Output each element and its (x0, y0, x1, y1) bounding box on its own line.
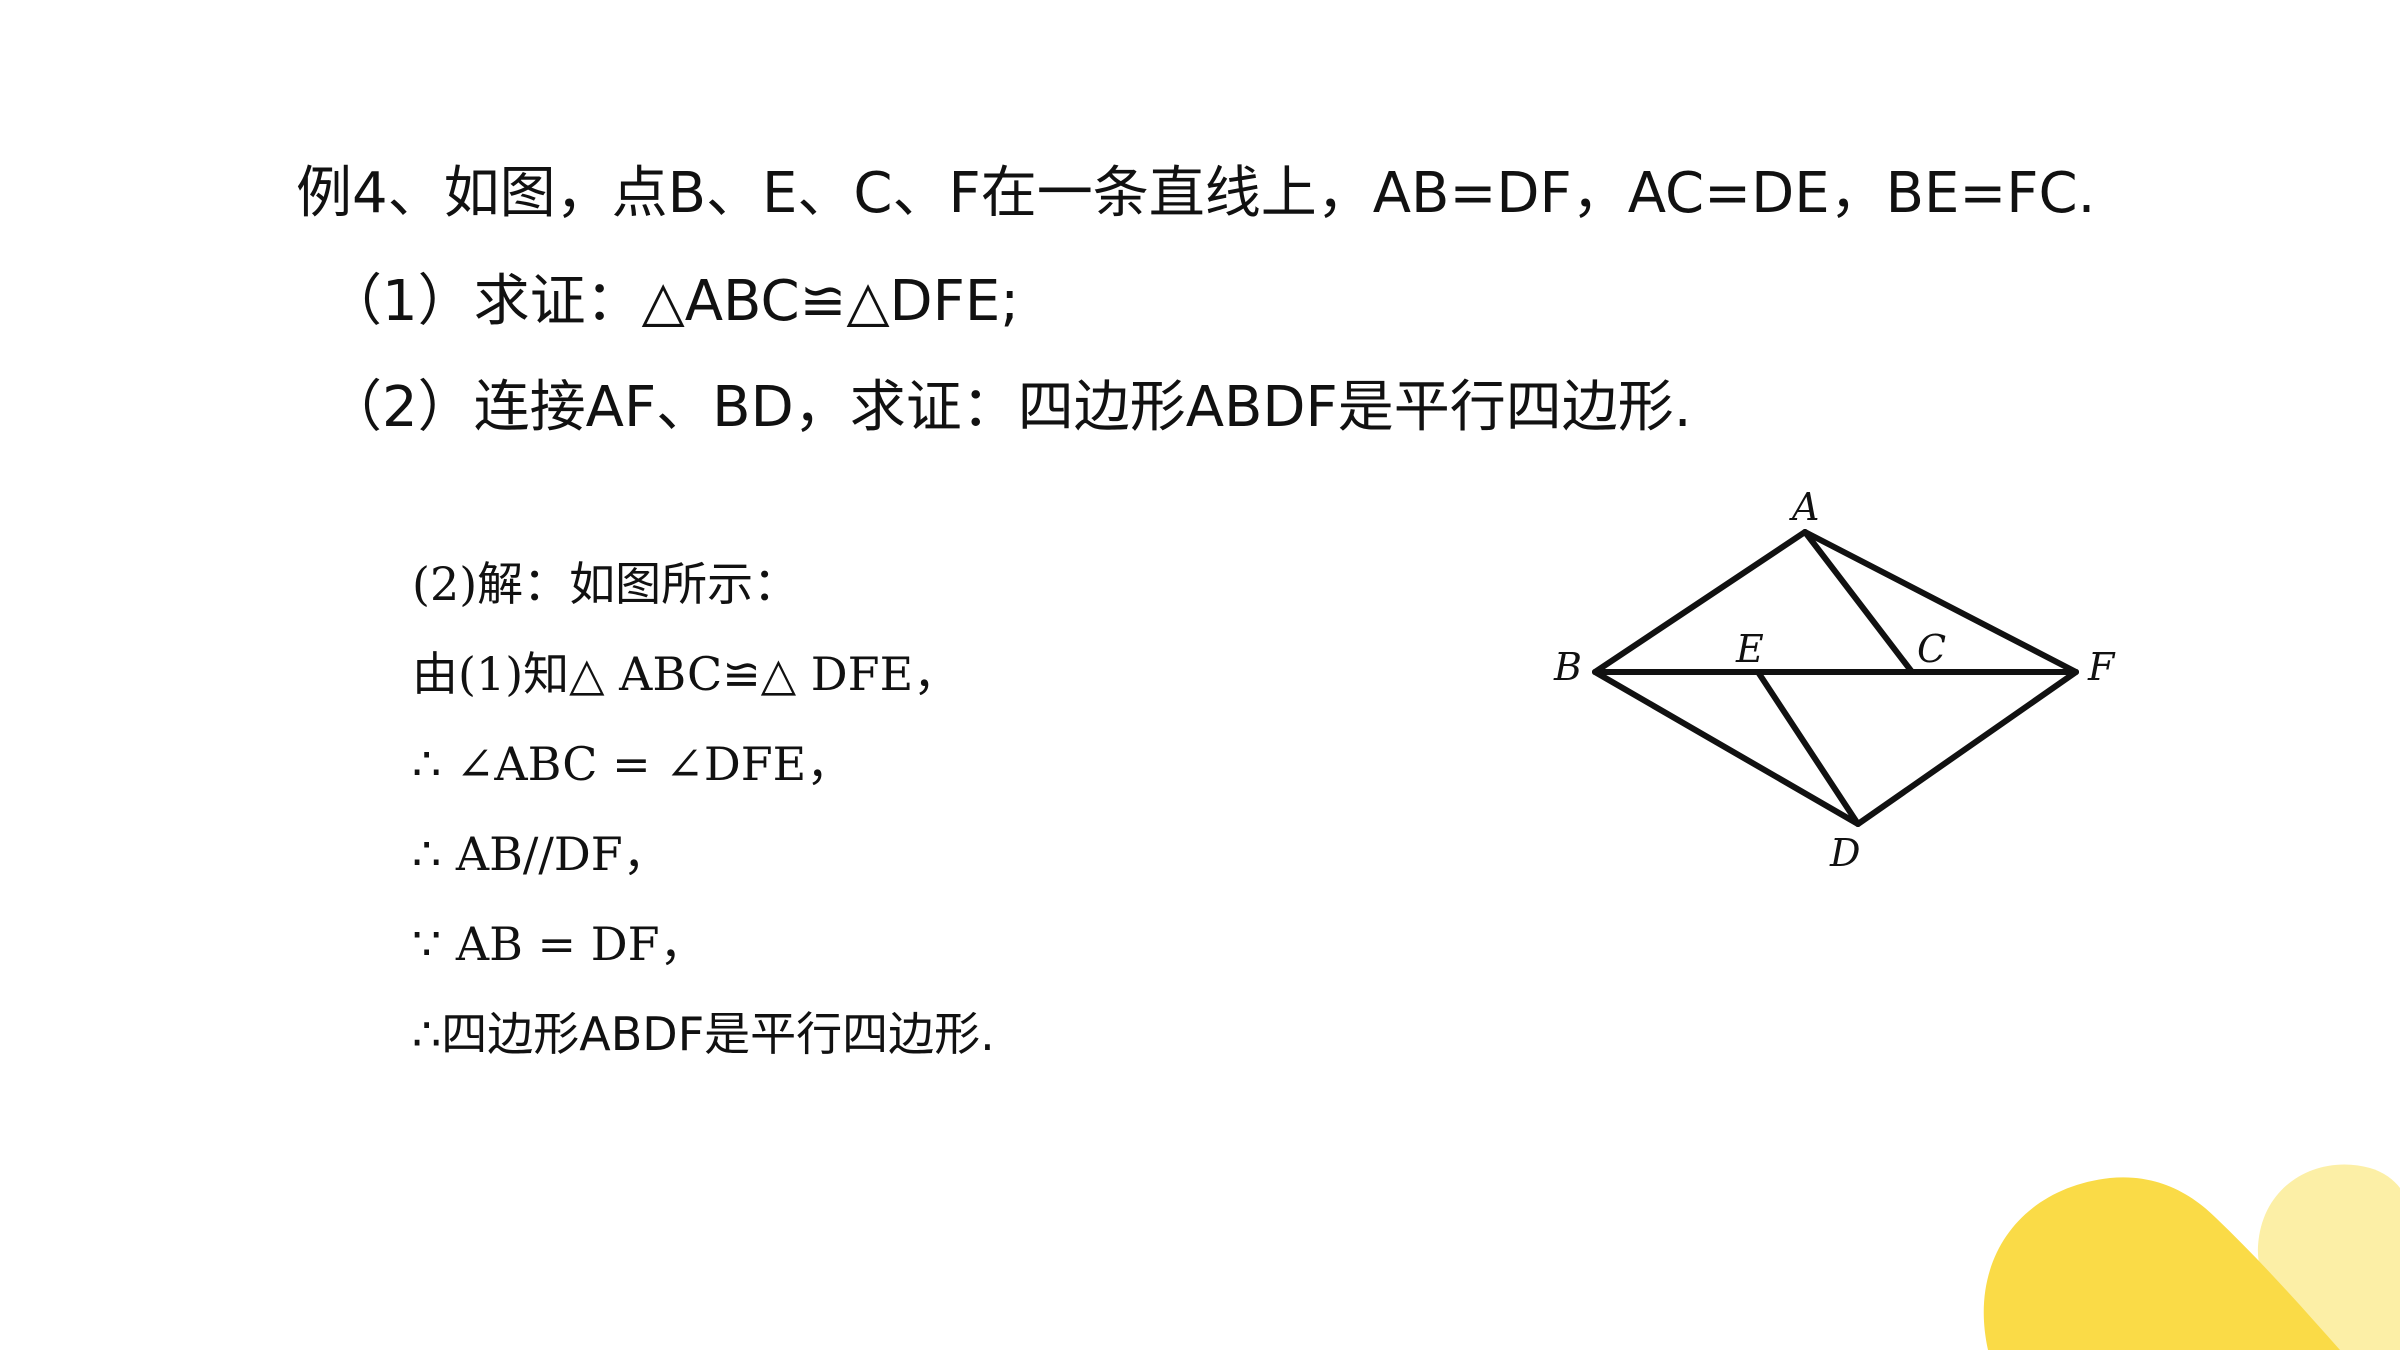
vertex-label-B: B (1553, 645, 1582, 689)
vertex-label-C: C (1917, 627, 1946, 671)
vertex-label-F: F (2087, 645, 2116, 689)
solution-line-6: ∴四边形ABDF是平行四边形. (412, 1007, 995, 1061)
vertex-label-D: D (1829, 831, 1860, 875)
problem-part-1: （1）求证：△ABC≌△DFE; (326, 269, 1020, 334)
segment-AC (1802, 529, 1915, 675)
solution-line-4: ∴ AB//DF， (412, 827, 669, 881)
segment-ED (1755, 669, 1861, 827)
segment-DF (1855, 669, 2079, 827)
problem-line-1: 例4、如图，点B、E、C、F在一条直线上，AB=DF，AC=DE，BE=FC. (296, 161, 2096, 226)
geometry-diagram: A B E C F D (1553, 490, 2116, 875)
decorative-corner-shapes (1983, 1164, 2400, 1350)
vertex-label-E: E (1735, 627, 1764, 671)
corner-shape-yellow (1983, 1177, 2340, 1350)
vertex-label-A: A (1789, 490, 1819, 529)
segment-AF (1802, 529, 2079, 675)
solution-line-5: ∵ AB = DF， (412, 917, 706, 971)
segment-AB (1592, 529, 1808, 675)
problem-part-2: （2）连接AF、BD，求证：四边形ABDF是平行四边形. (326, 375, 1692, 440)
segment-BD (1592, 669, 1861, 827)
solution-line-3: ∴ ∠ABC = ∠DFE， (412, 737, 853, 791)
solution-line-2: 由(1)知△ ABC≌△ DFE， (412, 647, 960, 701)
solution-line-1: (2)解：如图所示： (412, 557, 800, 611)
